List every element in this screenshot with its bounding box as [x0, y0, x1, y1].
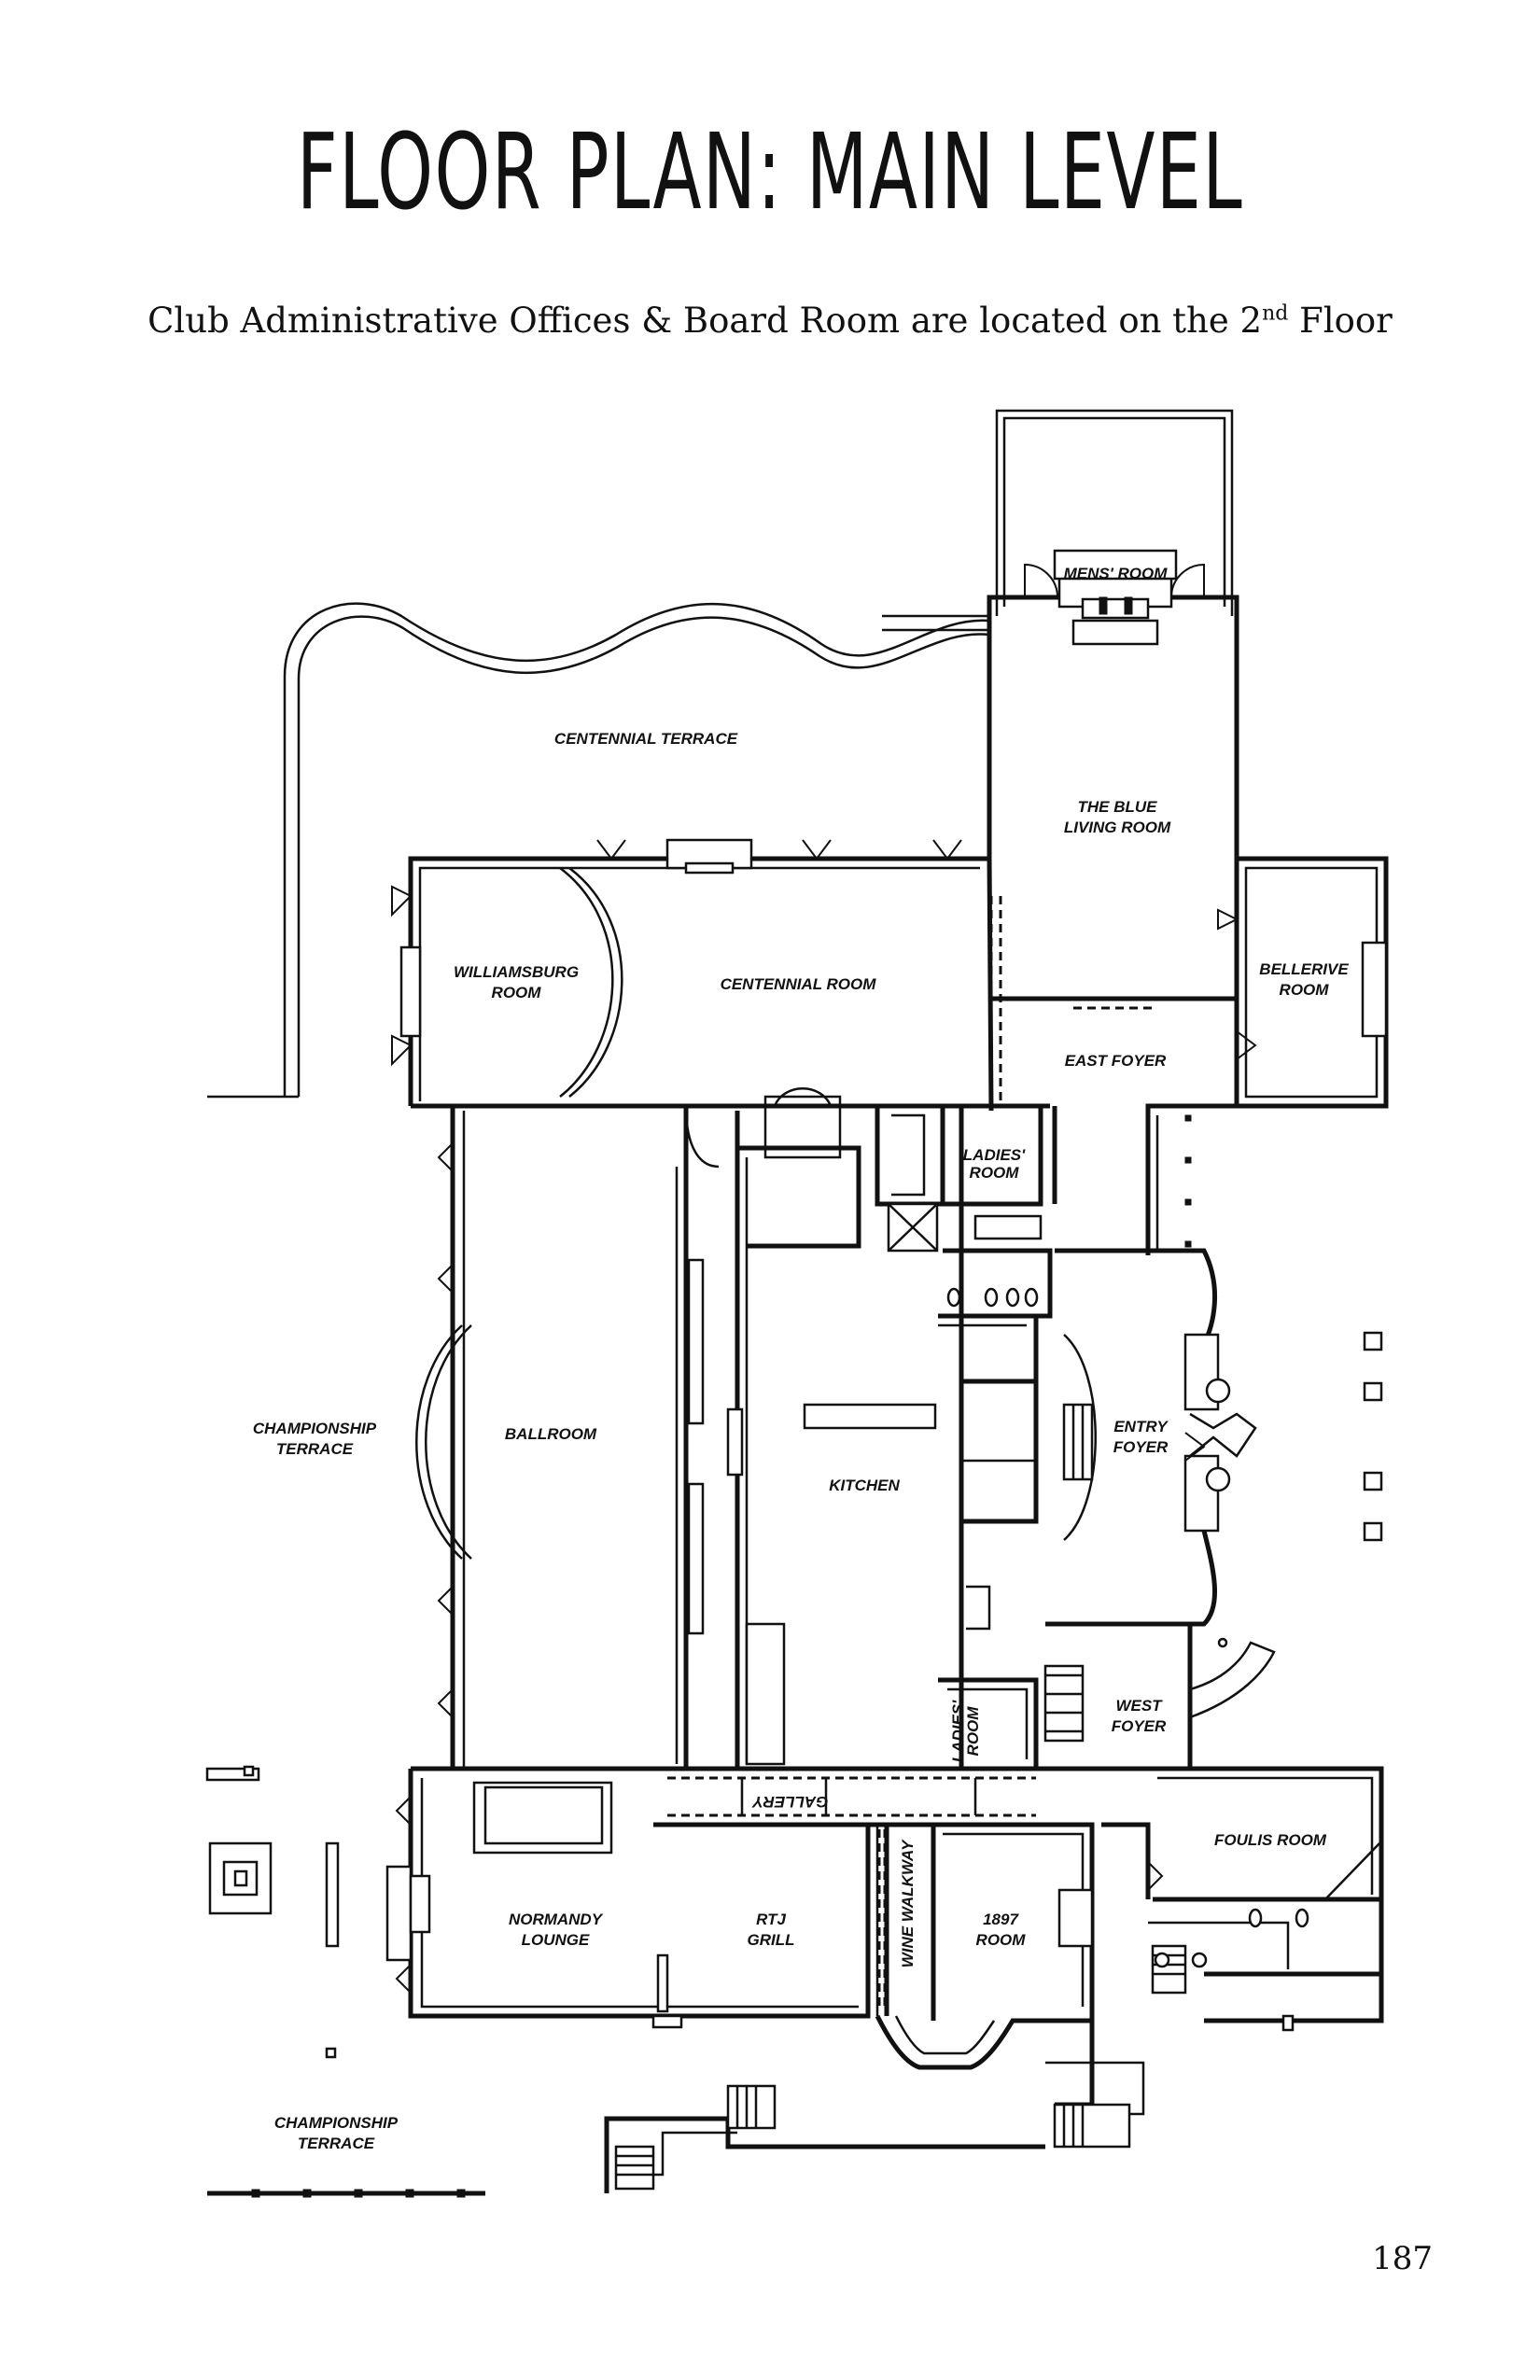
label-kitchen: KITCHEN — [829, 1477, 900, 1494]
label-championship-terrace-south-line1: CHAMPIONSHIP — [274, 2114, 399, 2132]
centennial-terrace-outline — [207, 602, 990, 1099]
page-subtitle: Club Administrative Offices & Board Room… — [0, 301, 1540, 341]
label-championship-terrace-west-line2: TERRACE — [276, 1440, 354, 1458]
exterior-markers — [1363, 1331, 1383, 1542]
label-mens-room: MENS' ROOM — [1064, 565, 1169, 582]
label-blue-living-room-line2: LIVING ROOM — [1064, 819, 1171, 836]
subtitle-superscript: nd — [1262, 301, 1289, 326]
ladies-room-upper-walls — [875, 1103, 1053, 1381]
label-centennial-terrace: CENTENNIAL TERRACE — [554, 730, 738, 748]
label-ballroom: BALLROOM — [505, 1425, 597, 1443]
normandy-lounge-walls — [385, 1769, 871, 2029]
ballroom-walls — [415, 1105, 720, 1769]
foulis-room-walls — [1045, 1766, 1384, 2116]
label-east-foyer: EAST FOYER — [1065, 1052, 1167, 1070]
label-1897-room-line2: ROOM — [976, 1931, 1027, 1949]
label-williamsburg-line1: WILLIAMSBURG — [454, 963, 579, 981]
label-rtj-grill-line1: RTJ — [756, 1911, 786, 1928]
entry-foyer-walls — [1055, 1248, 1257, 1627]
label-ladies-room-lower-line1: LADIES' — [949, 1700, 967, 1762]
label-ladies-room-lower-line2: ROOM — [964, 1706, 982, 1757]
label-gallery: GALLERY — [751, 1793, 829, 1811]
label-wine-walkway: WINE WALKWAY — [899, 1839, 917, 1967]
label-championship-terrace-west-line1: CHAMPIONSHIP — [253, 1420, 377, 1437]
label-foulis-room: FOULIS ROOM — [1214, 1831, 1327, 1849]
label-1897-room-line1: 1897 — [983, 1911, 1019, 1928]
label-blue-living-room-line1: THE BLUE — [1078, 798, 1158, 816]
label-centennial-room: CENTENNIAL ROOM — [721, 975, 877, 993]
label-ladies-room-upper-line1: LADIES' — [963, 1146, 1026, 1164]
page-title: FLOOR PLAN: MAIN LEVEL — [296, 112, 1244, 233]
subtitle-text: Club Administrative Offices & Board Room… — [147, 301, 1263, 341]
label-rtj-grill-line2: GRILL — [748, 1931, 795, 1949]
west-foyer-walls — [938, 1621, 1276, 1769]
label-entry-foyer-line1: ENTRY — [1113, 1418, 1169, 1435]
subtitle-suffix: Floor — [1288, 301, 1393, 341]
south-terrace — [205, 1765, 1131, 2198]
kitchen-walls — [687, 1087, 1039, 1769]
label-normandy-lounge-line1: NORMANDY — [509, 1911, 604, 1928]
page-number: 187 — [1372, 2240, 1433, 2277]
centennial-room-walls — [391, 838, 1002, 1109]
label-championship-terrace-south-line2: TERRACE — [298, 2135, 375, 2152]
mens-room-annex — [987, 409, 1239, 646]
blue-living-room-walls — [987, 616, 1239, 1112]
label-bellerive-line2: ROOM — [1280, 981, 1330, 999]
label-bellerive-line1: BELLERIVE — [1259, 960, 1349, 978]
label-williamsburg-line2: ROOM — [492, 984, 542, 1001]
bellerive-room-walls — [1234, 856, 1389, 1109]
room-1897-walls — [875, 1822, 1095, 2070]
label-entry-foyer-line2: FOYER — [1113, 1438, 1169, 1456]
label-west-foyer-line2: FOYER — [1112, 1717, 1167, 1735]
label-west-foyer-line1: WEST — [1115, 1697, 1163, 1715]
label-normandy-lounge-line2: LOUNGE — [522, 1931, 590, 1949]
label-ladies-room-upper-line2: ROOM — [970, 1164, 1020, 1182]
